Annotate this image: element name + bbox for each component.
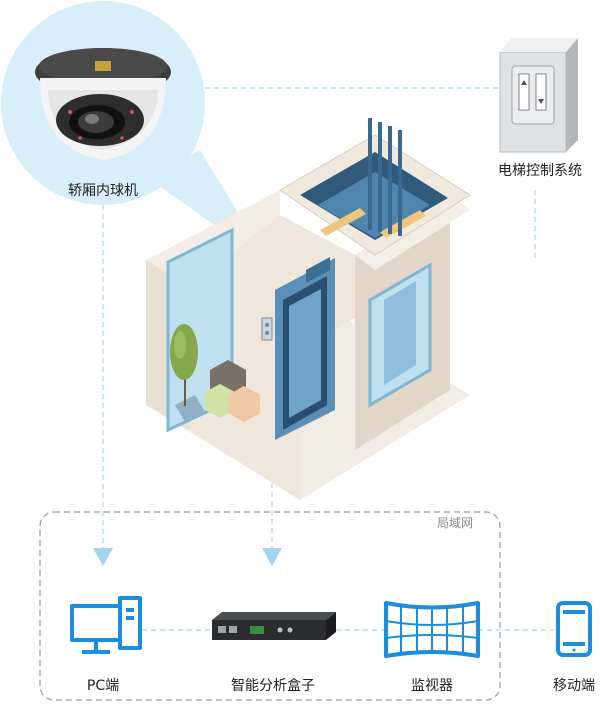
camera-label: 轿厢内球机 [68,183,138,199]
monitor-label: 监视器 [411,678,453,694]
smart-analysis-box-icon [212,612,336,640]
pc-label: PC端 [86,678,120,694]
lan-boundary [39,511,501,701]
lan-label: 局域网 [434,514,477,531]
arrow-down-pc [93,548,113,566]
elevator-control-cabinet-icon [499,38,578,153]
mobile-phone-icon [556,601,592,657]
elevator-building-illustration [146,118,471,500]
monitor-wall-icon [384,601,480,658]
arrow-down-box [262,548,282,566]
dome-camera-icon [35,48,171,160]
box-label: 智能分析盒子 [231,678,315,694]
elevator-control-label: 电梯控制系统 [498,163,582,179]
pc-icon [70,596,142,654]
mobile-label: 移动端 [553,678,595,694]
